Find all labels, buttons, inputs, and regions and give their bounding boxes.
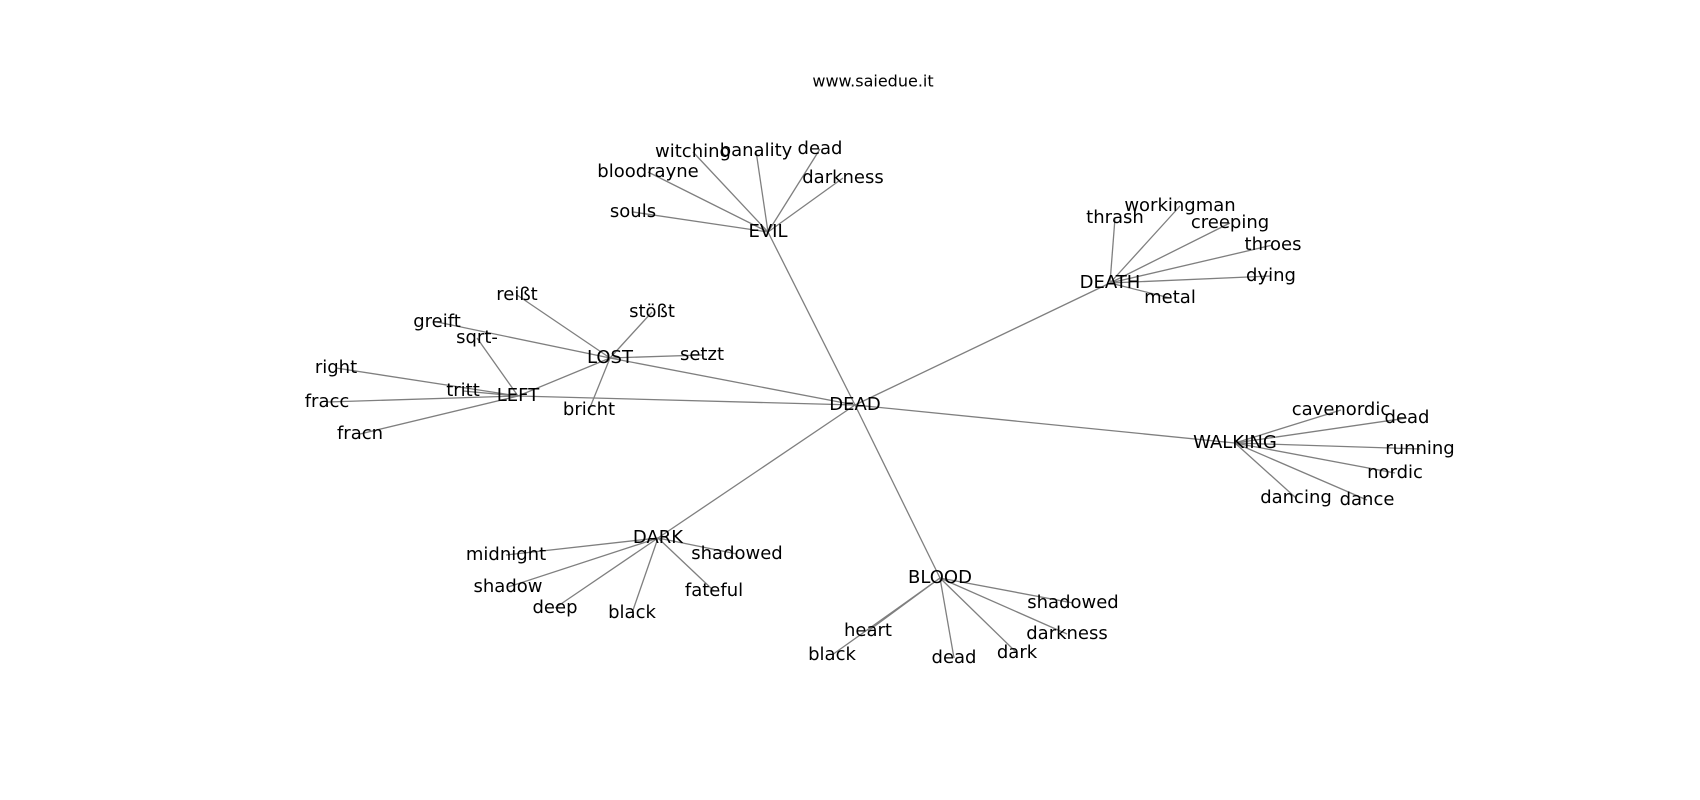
node-dark-fateful: fateful [685, 580, 743, 601]
node-walking-cavenordic: cavenordic [1292, 399, 1390, 420]
edge-dead_root-left [517, 395, 856, 406]
edge-death-death_throes [1109, 244, 1274, 284]
edge-dead_root-walking [854, 404, 1236, 444]
edge-walking-walking_cavenordic [1234, 409, 1342, 444]
edge-lost-left [517, 357, 611, 397]
node-left-sqrt: sqrt- [456, 327, 498, 348]
node-walking: WALKING [1193, 432, 1277, 453]
node-blood-black: black [808, 644, 856, 665]
edge-blood-blood_darkness [939, 577, 1068, 635]
node-evil-witching: witching [655, 141, 731, 162]
edge-walking-walking_running [1234, 442, 1421, 450]
node-left: LEFT [497, 385, 540, 406]
node-left-right: right [315, 357, 357, 378]
node-death-creeping: creeping [1191, 212, 1269, 233]
edge-evil-evil_bloodrayne [647, 171, 769, 233]
edge-evil-evil_banality [755, 150, 769, 233]
edge-dead_root-lost [609, 357, 856, 406]
node-lost-reisst: reißt [496, 284, 537, 305]
edge-left-left_sqrt [476, 337, 519, 397]
node-dark: DARK [633, 527, 684, 548]
node-evil-bloodrayne: bloodrayne [597, 161, 698, 182]
node-death: DEATH [1080, 272, 1141, 293]
edge-dead_root-evil [767, 231, 856, 406]
edge-blood-blood_black [831, 577, 941, 656]
node-death-metal: metal [1144, 287, 1196, 308]
node-evil-banality: banality [720, 140, 793, 161]
node-dead-root: DEAD [829, 394, 880, 415]
node-death-workingman: workingman [1124, 195, 1235, 216]
node-evil-darkness: darkness [802, 167, 884, 188]
edge-lost-lost_greift [436, 321, 611, 359]
edge-blood-blood_shadowed [939, 577, 1074, 604]
edge-evil-evil_darkness [767, 177, 844, 233]
node-death-dying: dying [1246, 265, 1296, 286]
node-blood-shadowed: shadowed [1027, 592, 1118, 613]
edge-walking-walking_dancing [1234, 442, 1297, 499]
node-lost: LOST [587, 347, 634, 368]
node-walking-dead: dead [1385, 407, 1430, 428]
edge-blood-blood_dead [939, 577, 955, 659]
node-lost-setzt: setzt [680, 344, 724, 365]
node-left-tritt: tritt [446, 380, 480, 401]
edge-walking-walking_dead [1234, 417, 1408, 444]
node-walking-dance: dance [1340, 489, 1395, 510]
edge-walking-walking_dance [1234, 442, 1368, 501]
edge-death-death_metal [1109, 282, 1171, 299]
node-lost-bricht: bricht [563, 399, 615, 420]
edge-dead_root-death [854, 282, 1111, 406]
edge-lost-lost_bricht [588, 357, 611, 411]
edge-death-death_thrash [1109, 217, 1116, 284]
edge-evil-evil_witching [692, 151, 769, 233]
node-walking-dancing: dancing [1260, 487, 1332, 508]
node-dark-deep: deep [533, 597, 578, 618]
node-death-thrash: thrash [1086, 207, 1144, 228]
edge-dark-dark_deep [554, 537, 659, 609]
node-left-fracc: fracc [305, 391, 350, 412]
edge-death-death_workingman [1109, 205, 1181, 284]
edge-blood-blood_dark [939, 577, 1018, 654]
node-evil-souls: souls [610, 201, 656, 222]
edge-left-left_tritt [462, 390, 519, 397]
node-dark-shadowed: shadowed [691, 543, 782, 564]
node-lost-stoesst: stößt [629, 301, 675, 322]
node-evil: EVIL [748, 221, 787, 242]
labels-layer: DEAD EVIL DEATH LOST LEFT WALKING DARK BLOOD wit… [305, 138, 1455, 668]
node-dark-black: black [608, 602, 656, 623]
node-lost-greift: greift [413, 311, 461, 332]
node-blood-dead: dead [932, 647, 977, 668]
node-blood-heart: heart [844, 620, 892, 641]
edge-lost-lost_setzt [609, 354, 703, 359]
site-watermark: www.saiedue.it [812, 72, 933, 91]
node-blood: BLOOD [908, 567, 972, 588]
edge-death-death_creeping [1109, 222, 1231, 284]
node-left-fracn: fracn [337, 423, 383, 444]
edge-left-left_fracc [326, 395, 519, 403]
edge-left-left_right [335, 367, 519, 397]
node-dark-shadow: shadow [474, 576, 543, 597]
edge-dark-dark_midnight [505, 537, 659, 556]
edge-dark-dark_fateful [657, 537, 715, 592]
edge-lost-lost_reisst [516, 294, 611, 359]
node-walking-running: running [1385, 438, 1454, 459]
edge-lost-lost_stoesst [609, 311, 653, 359]
edge-dark-dark_shadowed [657, 537, 738, 555]
edges-layer [326, 148, 1421, 659]
node-walking-nordic: nordic [1367, 462, 1423, 483]
edge-dark-dark_shadow [507, 537, 659, 588]
edge-walking-walking_nordic [1234, 442, 1396, 474]
edge-left-left_fracn [359, 395, 519, 435]
edge-dark-dark_black [631, 537, 659, 614]
node-dark-midnight: midnight [466, 544, 546, 565]
node-death-throes: throes [1245, 234, 1302, 255]
edge-evil-evil_souls [632, 211, 769, 233]
edge-dead_root-dark [657, 404, 856, 539]
edge-dead_root-blood [854, 404, 941, 579]
edge-death-death_dying [1109, 275, 1272, 284]
edge-evil-evil_dead [767, 148, 821, 233]
node-evil-dead: dead [798, 138, 843, 159]
node-blood-darkness: darkness [1026, 623, 1108, 644]
node-blood-dark: dark [997, 642, 1038, 663]
